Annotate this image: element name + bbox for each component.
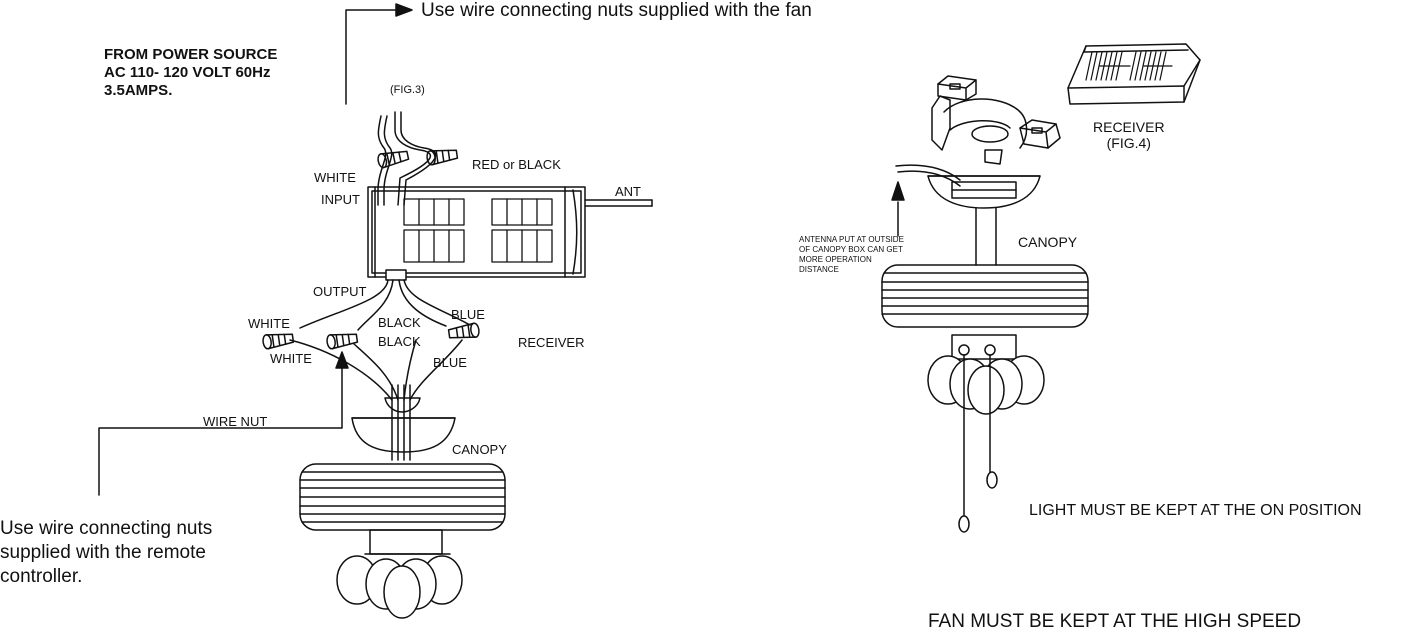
input-wire-nuts xyxy=(377,147,458,168)
top-note: Use wire connecting nuts supplied with t… xyxy=(421,0,812,21)
light-note: LIGHT MUST BE KEPT AT THE ON P0SITION xyxy=(1029,502,1362,519)
input-wires xyxy=(378,112,436,205)
light-kit-right xyxy=(928,335,1044,414)
receiver-fig4-label: RECEIVER (FIG.4) xyxy=(1093,119,1165,151)
white-output-label-2: WHITE xyxy=(270,351,312,366)
pull-chains xyxy=(959,355,997,532)
output-label: OUTPUT xyxy=(313,284,367,299)
mounting-bracket xyxy=(932,76,1060,164)
wire-nut-arrow xyxy=(99,352,348,495)
ant-label: ANT xyxy=(615,184,641,199)
canopy-left xyxy=(352,398,455,452)
blue-label-2: BLUE xyxy=(433,355,467,370)
bottom-note: Use wire connecting nuts supplied with t… xyxy=(0,518,213,587)
receiver-label: RECEIVER xyxy=(518,335,585,350)
red-black-label: RED or BLACK xyxy=(472,157,561,172)
wire-nut-label: WIRE NUT xyxy=(203,414,268,429)
black-label-2: BLACK xyxy=(378,334,421,349)
motor-housing-right xyxy=(882,265,1088,327)
canopy-right xyxy=(928,176,1040,265)
output-wires xyxy=(290,270,470,460)
fig3-label: (FIG.3) xyxy=(390,84,425,96)
input-label: INPUT xyxy=(321,192,360,207)
receiver-box xyxy=(368,187,585,277)
antenna-arrow xyxy=(892,165,960,236)
canopy-label-left: CANOPY xyxy=(452,442,507,457)
top-callout-arrow xyxy=(346,4,412,104)
black-label-1: BLACK xyxy=(378,315,421,330)
white-output-label-1: WHITE xyxy=(248,316,290,331)
motor-housing-left xyxy=(300,464,505,530)
power-source-label: FROM POWER SOURCE AC 110- 120 VOLT 60Hz … xyxy=(104,46,278,99)
white-input-label: WHITE xyxy=(314,170,356,185)
antenna-wire xyxy=(585,200,652,206)
receiver-unit xyxy=(1068,44,1200,104)
output-wire-nuts xyxy=(262,323,480,350)
blue-label-1: BLUE xyxy=(451,307,485,322)
canopy-label-right: CANOPY xyxy=(1018,234,1078,250)
antenna-note: ANTENNA PUT AT OUTSIDE OF CANOPY BOX CAN… xyxy=(799,235,904,274)
light-kit-left xyxy=(337,530,462,618)
